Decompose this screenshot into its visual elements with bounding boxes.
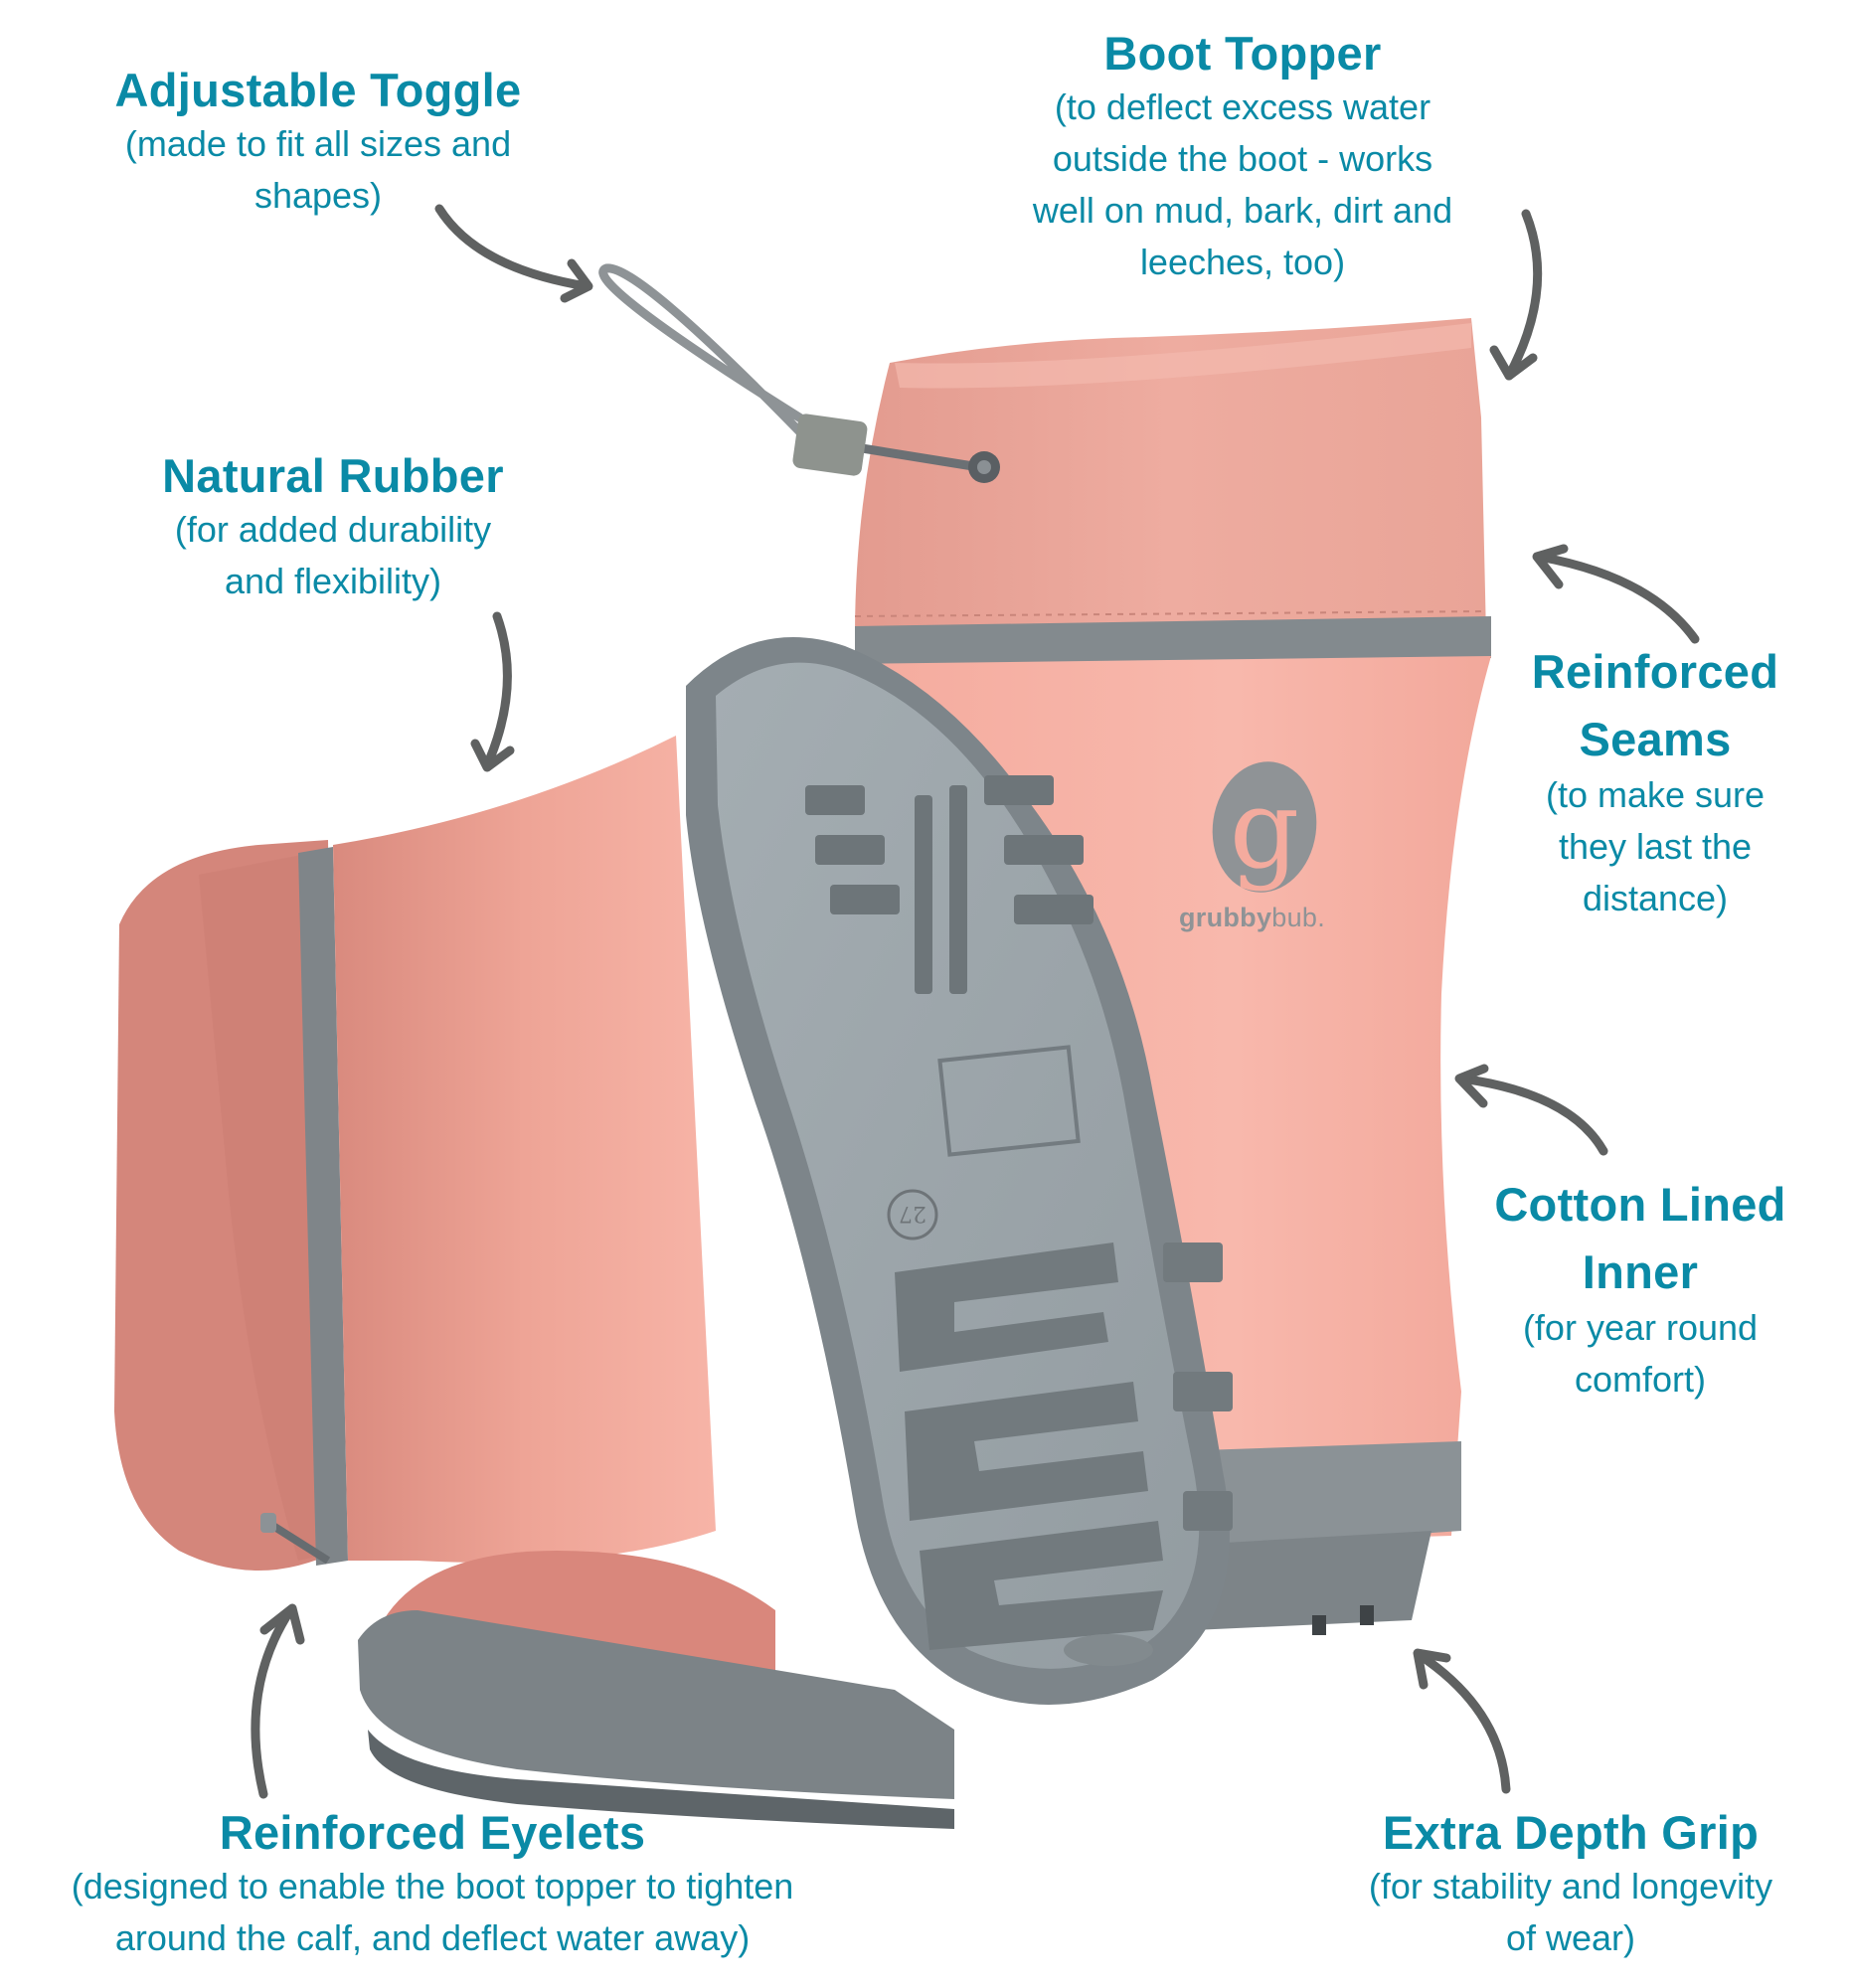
callout-title: Cotton Lined [1494, 1178, 1786, 1231]
callout-cotton-lined-inner: Cotton Lined Inner (for year round comfo… [1461, 1169, 1819, 1406]
callout-title: Boot Topper [1103, 27, 1382, 80]
callout-reinforced-eyelets: Reinforced Eyelets (designed to enable t… [0, 1804, 865, 1964]
callout-desc-line: (made to fit all sizes and [124, 123, 512, 165]
callout-title: Natural Rubber [162, 449, 504, 502]
callout-title: Extra Depth Grip [1382, 1806, 1760, 1859]
callout-desc-line: (for stability and longevity [1368, 1866, 1773, 1907]
arrow-boot-topper [1489, 209, 1543, 381]
callout-adjustable-toggle: Adjustable Toggle (made to fit all sizes… [60, 62, 577, 222]
callout-reinforced-seams: Reinforced Seams (to make sure they last… [1491, 636, 1819, 923]
callout-desc-line: (to deflect excess water [1054, 86, 1431, 128]
arrow-reinforced-eyelets [251, 1603, 305, 1799]
arrow-reinforced-seams [1532, 544, 1700, 644]
callout-desc-line: and flexibility) [224, 561, 442, 602]
callout-natural-rubber: Natural Rubber (for added durability and… [99, 447, 567, 607]
callout-boot-topper: Boot Topper (to deflect excess water out… [984, 25, 1501, 288]
callout-desc-line: (to make sure [1545, 773, 1766, 815]
callout-desc-line: well on mud, bark, dirt and [1032, 189, 1453, 231]
callout-desc-line: (for added durability [174, 509, 492, 551]
arrow-cotton-lined-inner [1454, 1064, 1608, 1156]
callout-desc-line: outside the boot - works [1052, 138, 1433, 180]
callout-desc-line: comfort) [1574, 1358, 1706, 1400]
callout-desc-line: shapes) [253, 175, 383, 217]
grubbybub-logo: g [1212, 761, 1317, 893]
callout-extra-depth-grip: Extra Depth Grip (for stability and long… [1302, 1804, 1839, 1964]
callout-desc-line: they last the [1558, 825, 1753, 867]
callout-title: Adjustable Toggle [114, 64, 522, 116]
callout-desc-line: of wear) [1505, 1917, 1636, 1959]
brand-name-light: bub. [1271, 903, 1326, 932]
logo-g-glyph: g [1230, 765, 1299, 893]
arrow-extra-depth-grip [1413, 1648, 1511, 1794]
size-stamp: 27 [899, 1201, 926, 1226]
adjustable-toggle-part [598, 263, 1000, 483]
callout-desc-line: leeches, too) [1139, 241, 1346, 282]
callout-title: Inner [1582, 1244, 1699, 1298]
callout-desc-line: (designed to enable the boot topper to t… [71, 1866, 794, 1907]
arrow-natural-rubber [470, 611, 515, 772]
callout-title: Reinforced [1531, 645, 1779, 698]
callout-desc-line: around the calf, and deflect water away) [114, 1917, 751, 1959]
boot-sole [686, 637, 1233, 1705]
brand-name-bold: grubby [1179, 903, 1272, 932]
brand-wordmark: grubbybub. [1179, 903, 1325, 933]
callout-desc-line: distance) [1582, 877, 1729, 918]
callout-desc-line: (for year round [1522, 1306, 1759, 1348]
callout-title: Seams [1579, 712, 1732, 765]
callout-title: Reinforced Eyelets [219, 1806, 646, 1859]
arrow-adjustable-toggle [434, 204, 593, 303]
left-boot [114, 736, 954, 1829]
